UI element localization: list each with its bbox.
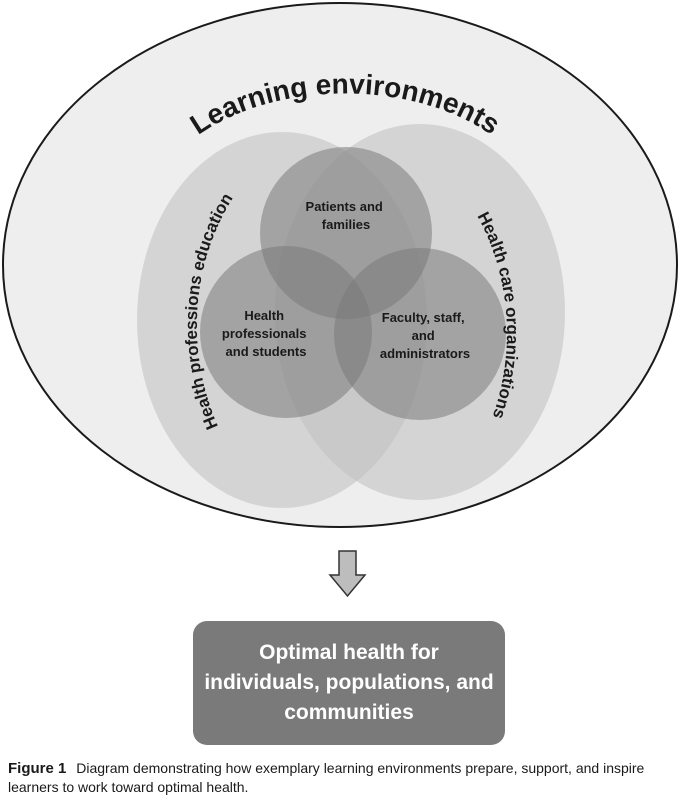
patients-families-label: Patients and families [306,199,387,232]
figure-caption: Figure 1 Diagram demonstrating how exemp… [8,759,678,796]
health-professionals-label: Health professionals and students [222,308,310,359]
optimal-health-box: Optimal health for individuals, populati… [193,621,505,745]
outcome-line: individuals, populations, and [204,671,494,694]
figure-label: Figure 1 [8,760,67,777]
faculty-staff-circle [334,248,506,420]
faculty-staff-label: Faculty, staff, and administrators [380,310,470,361]
down-arrow-icon [328,550,367,598]
health-professionals-circle [200,246,372,418]
figure-caption-text: Diagram demonstrating how exemplary lear… [8,760,645,795]
outcome-line: communities [284,701,414,724]
outcome-line: Optimal health for [259,641,439,664]
